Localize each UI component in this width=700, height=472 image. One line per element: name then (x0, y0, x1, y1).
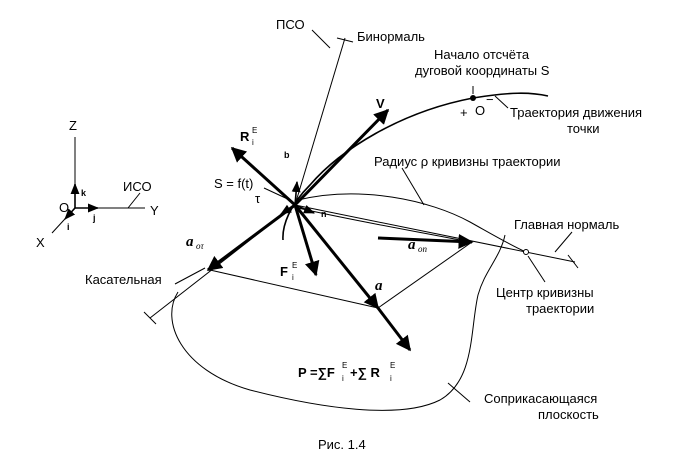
radius-label: Радиус ρ кривизны траектории (374, 154, 561, 169)
radius-curve-upper (297, 193, 527, 253)
origin-label-line1: Начало отсчёта (434, 47, 530, 62)
force-label-sub: i (292, 273, 294, 282)
trajectory-label-line1: Траектория движения (510, 105, 642, 120)
velocity-vector (293, 108, 390, 207)
reaction-force-vector (230, 146, 297, 207)
minus-sign: − (486, 92, 494, 107)
tangent-label-leader (174, 267, 206, 285)
center-of-curvature-point (523, 249, 529, 255)
unit-tangent-vector (280, 204, 296, 215)
trajectory-label-line2: точки (567, 121, 599, 136)
radius-curve-lower (297, 207, 471, 243)
binormal-label: Бинормаль (357, 29, 425, 44)
tangential-accel-sub: oτ (196, 241, 205, 251)
force-vector (293, 204, 320, 277)
reaction-label-sup: E (252, 126, 257, 135)
binormal-tick (336, 37, 354, 43)
unit-binormal-vector (291, 180, 301, 206)
trajectory-leader (494, 95, 509, 109)
unit-i-label: i (67, 222, 70, 232)
iso-leader (127, 192, 141, 209)
iso-label: ИСО (123, 179, 152, 194)
arc-coordinate-label: S = f(t) (214, 176, 253, 191)
frame-origin-label: O (59, 200, 69, 215)
formula-f-sup: E (342, 361, 347, 370)
plane-right-edge (377, 241, 473, 309)
acceleration-label: a (375, 278, 383, 294)
osc-plane-leader (447, 382, 471, 403)
formula-r-sub: i (390, 374, 392, 383)
axis-y-label: Y (150, 203, 159, 218)
origin-point (470, 95, 476, 101)
acceleration-vector (293, 204, 380, 310)
main-normal-tick (567, 254, 579, 269)
total-force-formula: P =∑F (298, 365, 335, 380)
reaction-label-sub: i (252, 138, 254, 147)
tangent-label: Касательная (85, 272, 162, 287)
main-normal-label: Главная нормаль (514, 217, 619, 232)
radius-leader (401, 167, 425, 206)
formula-f-sub: i (342, 374, 344, 383)
unit-normal-label: n (321, 209, 327, 219)
unit-k-label: k (81, 188, 87, 198)
main-normal-leader (554, 231, 573, 253)
figure-caption: Рис. 1.4 (318, 437, 366, 452)
origin-label-line2: дуговой координаты S (415, 63, 550, 78)
tangential-accel-label: a (186, 234, 194, 250)
normal-accel-sub: on (418, 244, 428, 254)
unit-i-vector (64, 207, 76, 220)
unit-j-label: j (92, 213, 96, 223)
normal-accel-label: a (408, 237, 416, 253)
force-label: F (280, 264, 288, 279)
center-label-line2: траектории (526, 301, 594, 316)
binormal-line (294, 37, 346, 206)
total-force-vector (376, 307, 412, 352)
main-normal-line (294, 204, 576, 263)
origin-o-label: O (475, 103, 485, 118)
plus-sign: + (460, 105, 468, 120)
pso-label: ПСО (276, 17, 305, 32)
formula-r-sup: E (390, 361, 395, 370)
velocity-label: V (376, 96, 385, 111)
osc-plane-label-line1: Соприкасающаяся (484, 391, 597, 406)
unit-normal-vector (294, 204, 316, 214)
unit-tangent-label: τ (255, 191, 261, 206)
axis-z-label: Z (69, 118, 77, 133)
plane-top-edge (209, 269, 379, 309)
tangent-tick (143, 311, 157, 325)
pso-leader (311, 29, 331, 49)
formula-plus-r: +∑ R (350, 365, 380, 380)
force-label-sup: E (292, 261, 297, 270)
center-label-line1: Центр кривизны (496, 285, 594, 300)
tangential-acceleration-vector (206, 203, 296, 272)
s-leader (263, 187, 293, 202)
reaction-label: R (240, 129, 250, 144)
normal-acceleration-vector (377, 233, 474, 249)
axis-x-label: X (36, 235, 45, 250)
osculating-plane-outline (171, 234, 506, 411)
unit-binormal-label: b (284, 150, 290, 160)
osc-plane-label-line2: плоскость (538, 407, 599, 422)
center-leader (527, 255, 546, 283)
